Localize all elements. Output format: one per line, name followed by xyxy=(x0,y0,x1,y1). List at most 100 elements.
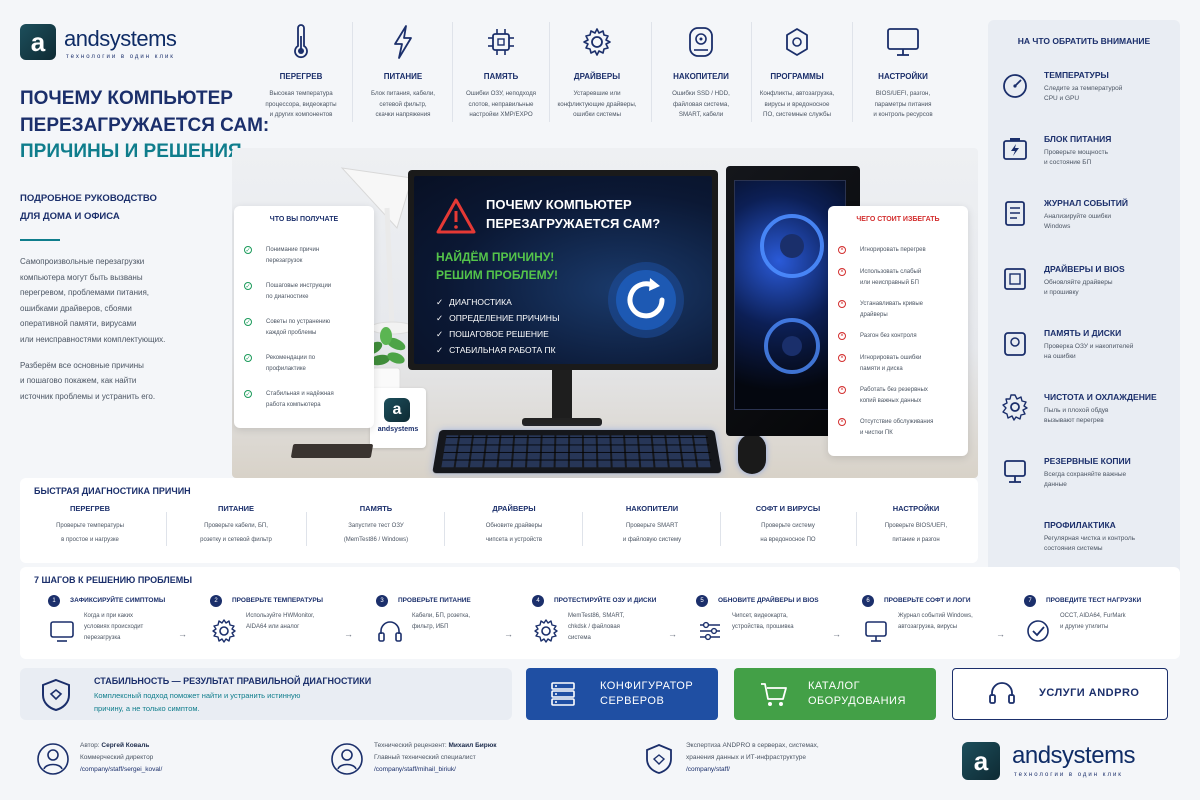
monitor-screen: ПОЧЕМУ КОМПЬЮТЕР ПЕРЕЗАГРУЖАЕТСЯ САМ? НА… xyxy=(414,176,712,364)
chip-icon xyxy=(452,20,550,64)
disk-icon xyxy=(652,20,750,64)
thermometer-icon xyxy=(252,20,350,64)
reviewer-block[interactable]: Технический рецензент: Михаил Бирюк Глав… xyxy=(330,736,630,786)
category-title: НАСТРОЙКИ xyxy=(878,72,928,81)
andpro-services-label: УСЛУГИ ANDPRO xyxy=(1039,687,1140,700)
arrow-right-icon: → xyxy=(504,629,513,639)
category-title: ПИТАНИЕ xyxy=(383,72,423,81)
cross-icon: × xyxy=(838,418,846,426)
brand-logo[interactable]: a andsystems технологии в один клик xyxy=(20,22,220,64)
check-icon: ✓ xyxy=(244,318,252,326)
lightning-icon xyxy=(354,20,452,64)
logo-mark: a xyxy=(20,24,56,60)
headset-icon xyxy=(378,621,402,642)
divider xyxy=(856,512,857,546)
category-title: НАКОПИТЕЛИ xyxy=(673,72,729,81)
divider xyxy=(852,22,853,122)
divider xyxy=(651,22,652,122)
warning-icon xyxy=(436,198,476,234)
category-desc: Ошибки SSD / HDD,файловая система,SMART,… xyxy=(672,90,730,119)
divider xyxy=(166,512,167,546)
check-icon xyxy=(1027,620,1049,642)
attention-panel: НА ЧТО ОБРАТИТЬ ВНИМАНИЕ ТЕМПЕРАТУРЫ Сле… xyxy=(988,20,1180,578)
logo-name: andsystems xyxy=(1012,742,1136,769)
intro-line: источник проблемы и устранить его. xyxy=(20,391,156,401)
banner-title: СТАБИЛЬНОСТЬ — РЕЗУЛЬТАТ ПРАВИЛЬНОЙ ДИАГ… xyxy=(94,676,372,686)
category-settings[interactable]: НАСТРОЙКИ BIOS/UEFI, разгон,параметры пи… xyxy=(854,20,952,121)
check-icon: ✓ xyxy=(244,354,252,362)
expertise-block[interactable]: Экспертиза ANDPRO в серверах, системах, … xyxy=(642,736,922,786)
andpro-services-button[interactable]: УСЛУГИ ANDPRO xyxy=(952,668,1168,720)
expertise-text: Экспертиза ANDPRO в серверах, системах, … xyxy=(686,742,819,774)
intro-text: Самопроизвольные перезагрузки компьютера… xyxy=(20,254,230,404)
screen-check-item: ✓ОПРЕДЕЛЕНИЕ ПРИЧИНЫ xyxy=(436,313,560,324)
intro-line: компьютера могут быть вызваны xyxy=(20,272,143,282)
shield-icon xyxy=(646,744,672,774)
author-block[interactable]: Автор: Сергей Коваль Коммерческий директ… xyxy=(36,736,316,786)
headset-icon xyxy=(989,682,1015,704)
screen-title: ПОЧЕМУ КОМПЬЮТЕР ПЕРЕЗАГРУЖАЕТСЯ САМ? xyxy=(486,196,660,234)
category-title: ПРОГРАММЫ xyxy=(770,72,824,81)
cart-icon xyxy=(761,683,787,706)
author-text: Автор: Сергей Коваль Коммерческий директ… xyxy=(80,742,163,774)
cross-icon: × xyxy=(838,246,846,254)
intro-line: оперативной памяти, вирусами xyxy=(20,319,137,329)
check-icon: ✓ xyxy=(436,297,444,307)
subheadline: ПОДРОБНОЕ РУКОВОДСТВО ДЛЯ ДОМА И ОФИСА xyxy=(20,190,157,226)
cross-icon: × xyxy=(838,268,846,276)
screen-check-item: ✓СТАБИЛЬНАЯ РАБОТА ПК xyxy=(436,345,556,356)
gear-icon xyxy=(534,619,558,643)
bios-icon xyxy=(1004,268,1026,290)
cross-icon: × xyxy=(838,332,846,340)
reviewer-text: Технический рецензент: Михаил Бирюк Глав… xyxy=(374,742,497,774)
notebook xyxy=(290,444,374,458)
cross-icon: × xyxy=(838,386,846,394)
stability-banner: СТАБИЛЬНОСТЬ — РЕЗУЛЬТАТ ПРАВИЛЬНОЙ ДИАГ… xyxy=(20,668,512,720)
user-icon xyxy=(331,743,363,775)
check-icon: ✓ xyxy=(436,345,444,356)
category-title: ДРАЙВЕРЫ xyxy=(573,72,621,81)
divider xyxy=(720,512,721,546)
mug-brand: andsystems xyxy=(377,426,419,433)
divider xyxy=(306,512,307,546)
monitor-icon xyxy=(854,20,952,64)
intro-line: и пошагово покажем, как найти xyxy=(20,376,137,386)
screen-green-text: НАЙДЁМ ПРИЧИНУ! РЕШИМ ПРОБЛЕМУ! xyxy=(436,248,558,284)
check-icon: ✓ xyxy=(244,246,252,254)
category-software[interactable]: ПРОГРАММЫ Конфликты, автозагрузка,вирусы… xyxy=(748,20,846,121)
restart-icon xyxy=(608,262,684,338)
headline: ПОЧЕМУ КОМПЬЮТЕР ПЕРЕЗАГРУЖАЕТСЯ САМ: ПР… xyxy=(20,86,270,166)
logs-icon xyxy=(865,621,887,642)
arrow-right-icon: → xyxy=(996,629,1005,639)
check-icon: ✓ xyxy=(244,282,252,290)
headline-line2: ПЕРЕЗАГРУЖАЕТСЯ САМ: xyxy=(20,114,270,136)
check-icon: ✓ xyxy=(244,390,252,398)
footer-logo[interactable]: a andsystems технологии в один клик xyxy=(962,740,1182,784)
category-power[interactable]: ПИТАНИЕ Блок питания, кабели,сетевой фил… xyxy=(354,20,452,121)
banner-desc: Комплексный подход поможет найти и устра… xyxy=(94,691,301,714)
logo-tagline: технологии в один клик xyxy=(66,54,175,60)
category-storage[interactable]: НАКОПИТЕЛИ Ошибки SSD / HDD,файловая сис… xyxy=(652,20,750,121)
screen-icon xyxy=(50,621,74,642)
steps-title: 7 ШАГОВ К РЕШЕНИЮ ПРОБЛЕМЫ xyxy=(34,575,193,585)
category-title: ПАМЯТЬ xyxy=(483,72,519,81)
check-icon: ✓ xyxy=(436,313,444,324)
keyboard xyxy=(432,429,722,474)
